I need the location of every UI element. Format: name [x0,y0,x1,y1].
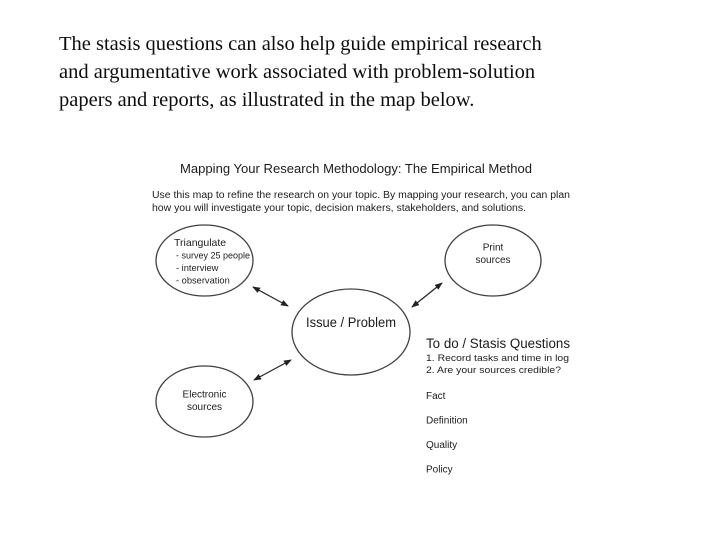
triangulate-list-item: - observation [176,276,230,286]
todo-item: 1. Record tasks and time in log [426,353,569,364]
stasis-list-item: Policy [426,465,453,476]
triangulate-list-item: - survey 25 people [176,251,250,261]
print-sources-node-label: Print [483,243,504,254]
print-sources-node-ellipse [444,224,542,297]
stasis-list-item: Fact [426,391,446,402]
electronic-sources-node-ellipse [155,365,254,438]
print-sources-node-label: sources [475,255,510,266]
diagram-subtitle-line: Use this map to refine the research on y… [152,190,570,201]
paragraph-line: The stasis questions can also help guide… [59,33,542,55]
arrow-electronic-sources-issue [253,359,292,381]
triangulate-list-item: - interview [176,263,219,273]
arrow-triangulate-issue [252,286,289,307]
diagram-title: Mapping Your Research Methodology: The E… [180,161,532,176]
triangulate-node-label: Triangulate [174,237,226,249]
slide-paragraph: The stasis questions can also help guide… [59,30,542,114]
todo-heading: To do / Stasis Questions [426,336,570,351]
diagram-subtitle-line: how you will investigate your topic, dec… [152,203,526,214]
stasis-list-item: Definition [426,416,468,427]
paragraph-line: papers and reports, as illustrated in th… [59,89,475,111]
paragraph-line: and argumentative work associated with p… [59,61,536,83]
issue-problem-node-ellipse [291,288,411,376]
todo-item: 2. Are your sources credible? [426,365,561,376]
arrow-issue-print-sources [411,282,443,308]
issue-problem-node-label: Issue / Problem [306,315,396,330]
electronic-sources-node-label: sources [187,402,222,413]
triangulate-node-ellipse [155,224,254,297]
stasis-list-item: Quality [426,440,457,451]
electronic-sources-node-label: Electronic [183,390,227,401]
